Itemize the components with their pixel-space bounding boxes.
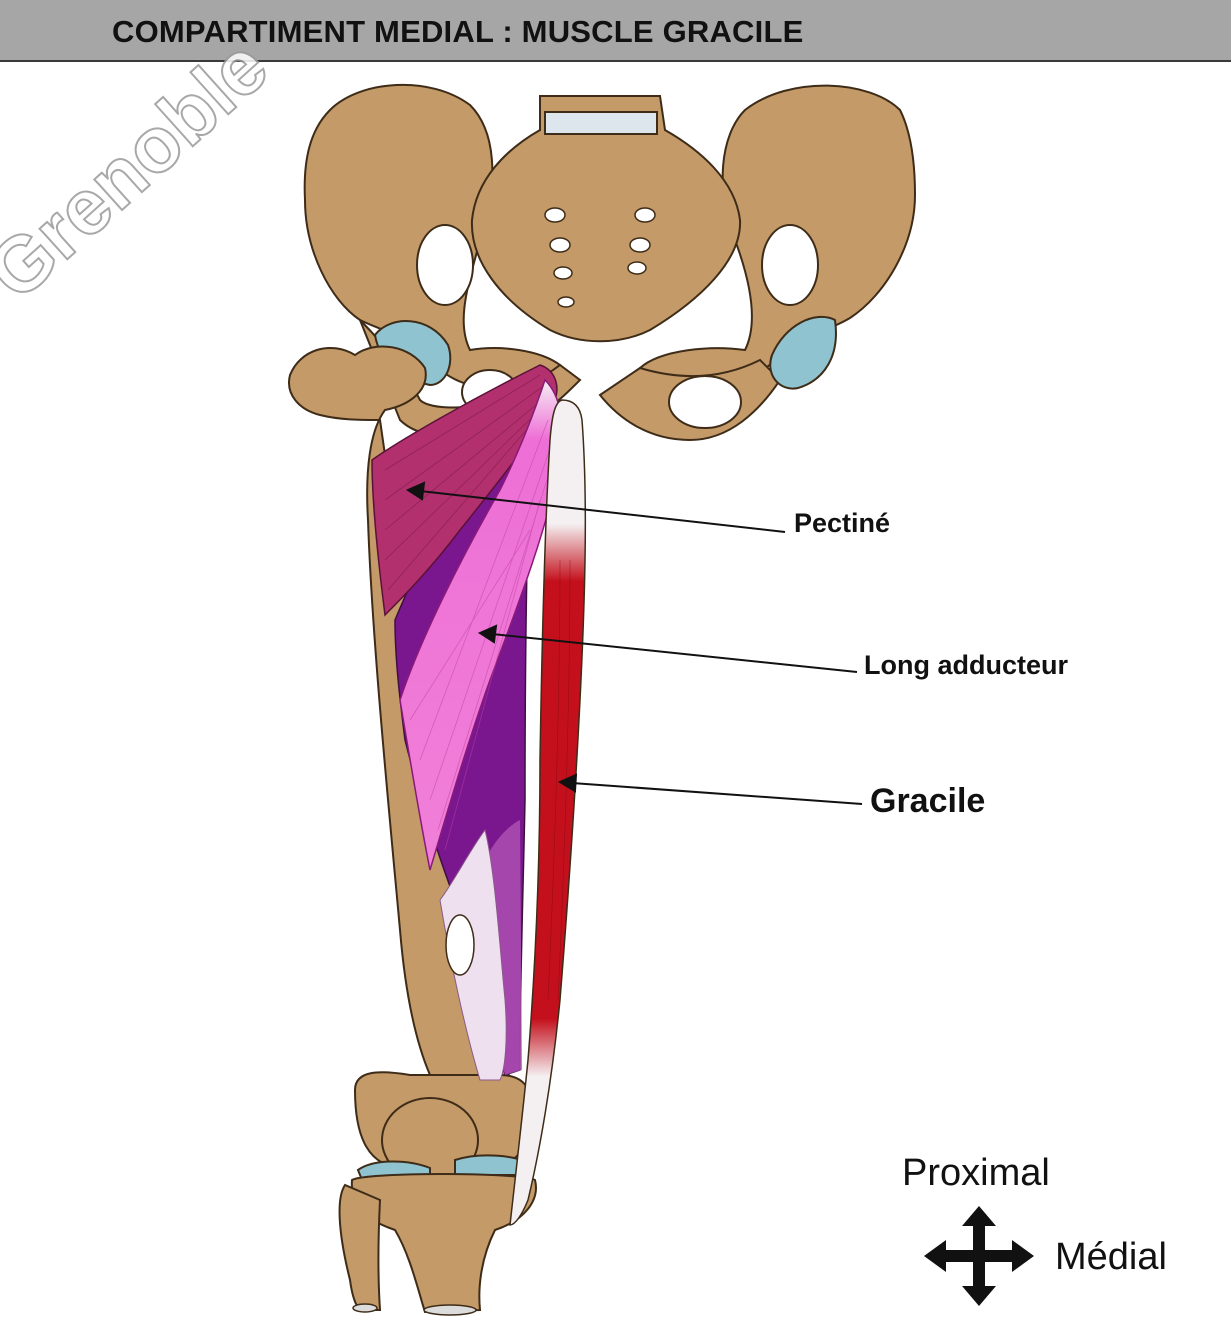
gracile-muscle (509, 399, 587, 1226)
bone-end (352, 1303, 378, 1313)
tibia (338, 1173, 537, 1314)
vertebral-disc (544, 111, 658, 135)
pectine-fibers (384, 374, 549, 591)
label-pectine: Pectiné (794, 508, 891, 538)
page-title: COMPARTIMENT MEDIAL : MUSCLE GRACILE (112, 14, 804, 49)
hiatus (445, 914, 475, 976)
label-gracile: Gracile (870, 782, 986, 820)
bone-end (423, 1304, 477, 1316)
gracile-fibers (547, 559, 571, 1001)
title-bar: COMPARTIMENT MEDIAL : MUSCLE GRACILE (0, 0, 1231, 62)
anatomy-illustration (288, 83, 1034, 1316)
sacral-foramina (544, 207, 656, 308)
label-long-adducteur: Long adducteur (864, 650, 1068, 680)
four-way-arrow-icon (924, 1206, 1034, 1306)
hip-cartilage (373, 315, 837, 390)
orientation-proximal: Proximal (902, 1152, 1050, 1194)
pointer-lines (405, 481, 863, 805)
orientation-medial: Médial (1055, 1236, 1167, 1278)
long-adducteur-fibers (409, 419, 554, 851)
